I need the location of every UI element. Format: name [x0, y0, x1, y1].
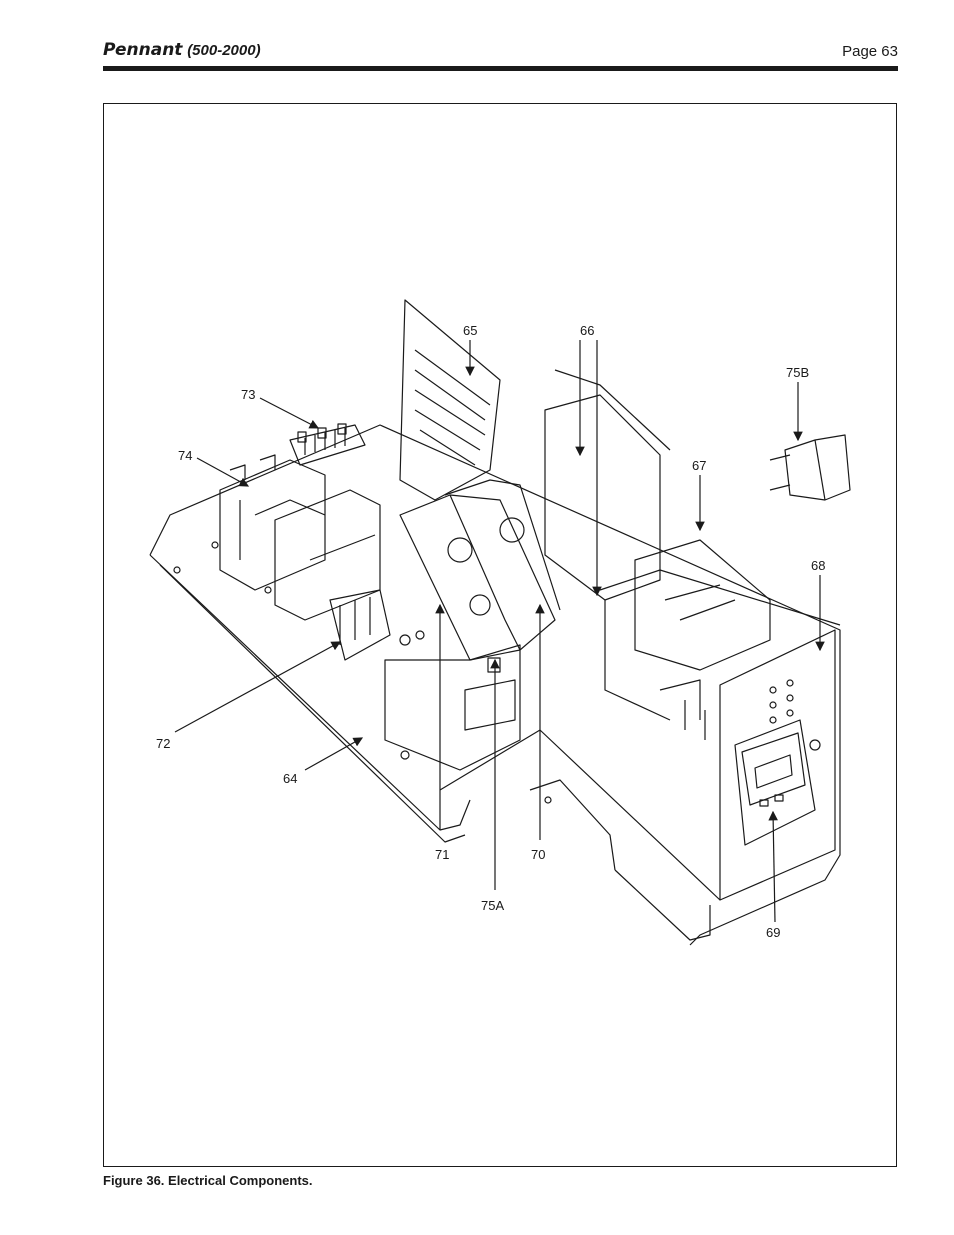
callout-68: 68 [811, 558, 825, 573]
page-number: Page 63 [842, 43, 898, 60]
callout-67: 67 [692, 458, 706, 473]
callout-69: 69 [766, 925, 780, 940]
model-range: (500-2000) [187, 42, 261, 59]
callout-70: 70 [531, 847, 545, 862]
callout-74: 74 [178, 448, 192, 463]
rocker-switch [769, 434, 851, 501]
relay [329, 589, 425, 661]
display-bracket [719, 629, 836, 901]
heat-sink-panel [399, 299, 501, 501]
header-rule [103, 66, 898, 71]
callout-75a: 75A [481, 898, 504, 913]
callout-75b: 75B [786, 365, 809, 380]
control-box [544, 369, 841, 740]
callout-73: 73 [241, 387, 255, 402]
figure-frame [103, 103, 897, 1167]
terminal-block [289, 423, 366, 466]
figure-caption: Figure 36. Electrical Components. [103, 1173, 313, 1188]
callout-72: 72 [156, 736, 170, 751]
document-header: Pennant (500-2000) [103, 40, 261, 60]
aquastat-housings [384, 479, 561, 771]
callout-66: 66 [580, 323, 594, 338]
callout-leaders [174, 340, 825, 923]
brand-name: Pennant [103, 40, 183, 60]
callout-65: 65 [463, 323, 477, 338]
callout-64: 64 [283, 771, 297, 786]
callout-71: 71 [435, 847, 449, 862]
